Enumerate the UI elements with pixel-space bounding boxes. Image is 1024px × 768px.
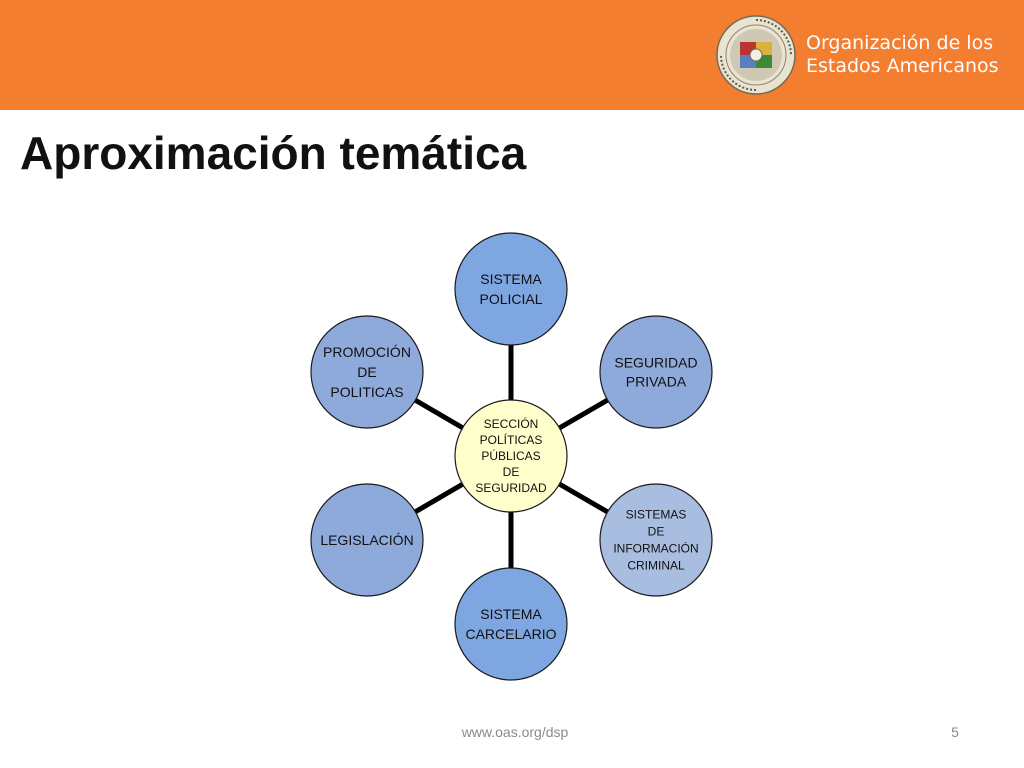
node-label-line: LEGISLACIÓN bbox=[320, 532, 413, 548]
node-label-line: SEGURIDAD bbox=[614, 354, 697, 370]
node-label-line: CRIMINAL bbox=[627, 559, 685, 573]
node-label-line: PROMOCIÓN bbox=[323, 344, 411, 360]
center-label-line: PÚBLICAS bbox=[481, 448, 540, 463]
node-sistemas-informacion-criminal: SISTEMAS DE INFORMACIÓN CRIMINAL bbox=[599, 483, 713, 597]
center-label-line: SEGURIDAD bbox=[475, 481, 547, 495]
node-label-line: SISTEMAS bbox=[626, 508, 687, 522]
node-circle bbox=[454, 567, 568, 681]
center-label-line: SECCIÓN bbox=[484, 416, 539, 431]
node-sistema-carcelario: SISTEMA CARCELARIO bbox=[454, 567, 568, 681]
node-circle bbox=[310, 315, 424, 429]
page-number: 5 bbox=[951, 724, 959, 740]
node-promocion-politicas: PROMOCIÓN DE POLITICAS bbox=[310, 315, 424, 429]
node-label-line: SISTEMA bbox=[480, 271, 542, 287]
node-circle bbox=[454, 232, 568, 346]
node-label-line: PRIVADA bbox=[626, 373, 687, 389]
footer-url[interactable]: www.oas.org/dsp bbox=[461, 724, 569, 740]
node-label-line: DE bbox=[648, 525, 665, 539]
node-legislacion: LEGISLACIÓN bbox=[310, 483, 424, 597]
node-label-line: SISTEMA bbox=[480, 606, 542, 622]
node-circle bbox=[310, 483, 424, 597]
oas-seal-icon bbox=[716, 15, 796, 95]
node-circle bbox=[599, 315, 713, 429]
node-sistema-policial: SISTEMA POLICIAL bbox=[454, 232, 568, 346]
slide-title: Aproximación temática bbox=[20, 127, 527, 179]
node-label-line: CARCELARIO bbox=[465, 626, 556, 642]
center-label-line: POLÍTICAS bbox=[480, 432, 543, 447]
header-bar: Organización de los Estados Americanos bbox=[0, 0, 1024, 110]
center-circle bbox=[454, 399, 568, 513]
node-seguridad-privada: SEGURIDAD PRIVADA bbox=[599, 315, 713, 429]
org-name-line1: Organización de los bbox=[806, 32, 994, 54]
node-label-line: DE bbox=[357, 364, 376, 380]
node-label-line: POLICIAL bbox=[479, 291, 542, 307]
center-label-line: DE bbox=[503, 465, 520, 479]
node-label-line: INFORMACIÓN bbox=[613, 541, 698, 556]
org-name: Organización de los Estados Americanos bbox=[806, 32, 999, 78]
node-label-line: POLITICAS bbox=[330, 384, 403, 400]
node-circle bbox=[599, 483, 713, 597]
org-name-line2: Estados Americanos bbox=[806, 55, 999, 77]
oas-logo[interactable]: Organización de los Estados Americanos bbox=[716, 12, 1016, 98]
